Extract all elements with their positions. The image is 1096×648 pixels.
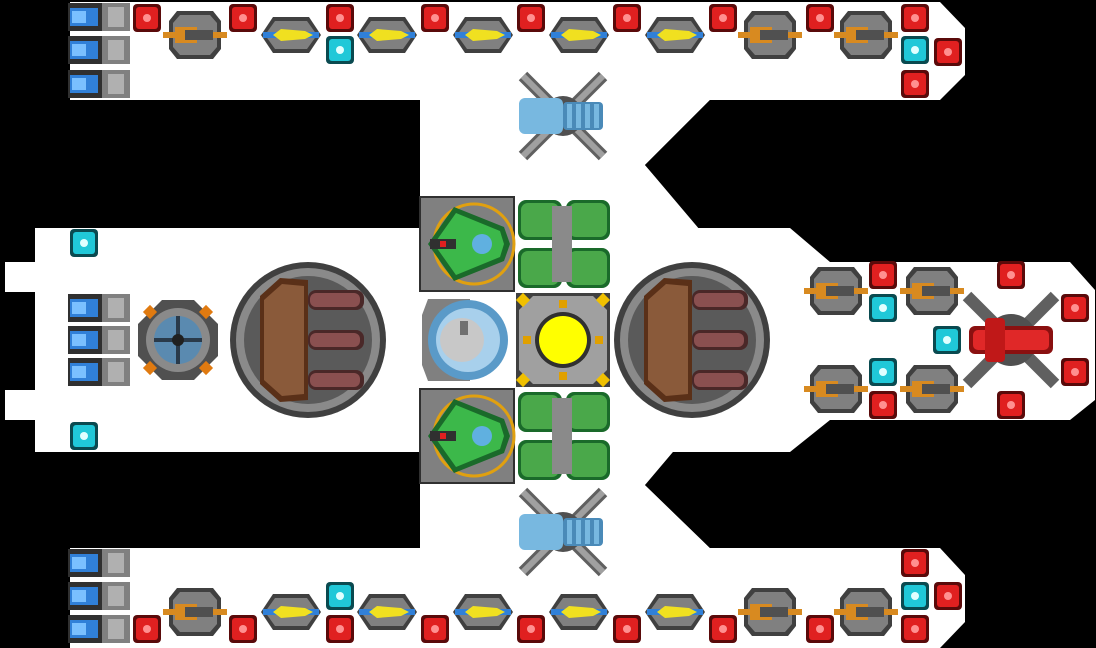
green-fighter-bay-icon[interactable] [419, 196, 516, 292]
red-armor-block-icon[interactable] [997, 261, 1025, 289]
heavy-cannon-turret-icon[interactable] [230, 262, 386, 418]
red-armor-block-icon[interactable] [326, 4, 354, 32]
green-fighter-bay-icon[interactable] [419, 388, 516, 484]
red-armor-block-icon[interactable] [934, 582, 962, 610]
red-armor-block-icon[interactable] [517, 615, 545, 643]
blue-thruster-icon[interactable] [68, 70, 130, 98]
red-armor-block-icon[interactable] [997, 391, 1025, 419]
blue-thruster-icon[interactable] [68, 358, 130, 386]
yellow-missile-launcher-icon[interactable] [549, 594, 609, 630]
cyan-shield-generator-icon[interactable] [933, 326, 961, 354]
red-armor-block-icon[interactable] [326, 615, 354, 643]
hull-cutout [645, 100, 960, 228]
orange-laser-turret-icon[interactable] [834, 588, 898, 636]
red-armor-block-icon[interactable] [133, 615, 161, 643]
red-armor-block-icon[interactable] [901, 4, 929, 32]
blue-thruster-icon[interactable] [68, 3, 130, 31]
red-armor-block-icon[interactable] [421, 615, 449, 643]
yellow-missile-launcher-icon[interactable] [645, 17, 705, 53]
blue-ion-engine-icon[interactable] [518, 487, 608, 577]
yellow-missile-launcher-icon[interactable] [453, 594, 513, 630]
red-armor-block-icon[interactable] [709, 4, 737, 32]
red-armor-block-icon[interactable] [613, 4, 641, 32]
red-armor-block-icon[interactable] [869, 261, 897, 289]
orange-laser-turret-icon[interactable] [738, 588, 802, 636]
red-armor-block-icon[interactable] [1061, 358, 1089, 386]
red-armor-block-icon[interactable] [806, 615, 834, 643]
modules [68, 3, 1089, 643]
red-armor-block-icon[interactable] [709, 615, 737, 643]
green-hangar-tank-icon[interactable] [516, 196, 612, 292]
hull-cutout [130, 100, 420, 228]
blue-thruster-icon[interactable] [68, 294, 130, 322]
orange-laser-turret-icon[interactable] [900, 365, 964, 413]
red-armor-block-icon[interactable] [229, 615, 257, 643]
yellow-missile-launcher-icon[interactable] [261, 594, 321, 630]
red-armor-block-icon[interactable] [901, 549, 929, 577]
orange-laser-turret-icon[interactable] [163, 588, 227, 636]
orange-laser-turret-icon[interactable] [900, 267, 964, 315]
yellow-missile-launcher-icon[interactable] [261, 17, 321, 53]
blue-thruster-icon[interactable] [68, 549, 130, 577]
red-armor-block-icon[interactable] [517, 4, 545, 32]
orange-laser-turret-icon[interactable] [804, 365, 868, 413]
yellow-missile-launcher-icon[interactable] [453, 17, 513, 53]
blue-thruster-icon[interactable] [68, 582, 130, 610]
blue-thruster-icon[interactable] [68, 326, 130, 354]
red-armor-block-icon[interactable] [229, 4, 257, 32]
red-armor-block-icon[interactable] [613, 615, 641, 643]
red-armor-block-icon[interactable] [1061, 294, 1089, 322]
red-armor-block-icon[interactable] [901, 615, 929, 643]
cyan-shield-generator-icon[interactable] [70, 422, 98, 450]
green-hangar-tank-icon[interactable] [516, 388, 612, 484]
blue-thruster-icon[interactable] [68, 36, 130, 64]
blue-thruster-icon[interactable] [68, 615, 130, 643]
orange-laser-turret-icon[interactable] [804, 267, 868, 315]
yellow-missile-launcher-icon[interactable] [549, 17, 609, 53]
red-armor-block-icon[interactable] [806, 4, 834, 32]
orange-laser-turret-icon[interactable] [163, 11, 227, 59]
cyan-shield-generator-icon[interactable] [869, 294, 897, 322]
orange-laser-turret-icon[interactable] [738, 11, 802, 59]
red-armor-block-icon[interactable] [869, 391, 897, 419]
yellow-reactor-core-icon[interactable] [515, 292, 611, 388]
gyroscope-icon[interactable] [138, 300, 218, 380]
cyan-shield-generator-icon[interactable] [326, 36, 354, 64]
red-armor-block-icon[interactable] [133, 4, 161, 32]
cyan-shield-generator-icon[interactable] [901, 36, 929, 64]
sensor-dome-icon[interactable] [420, 295, 510, 385]
red-armor-block-icon[interactable] [421, 4, 449, 32]
red-plasma-weapon-icon[interactable] [962, 291, 1060, 389]
cyan-shield-generator-icon[interactable] [70, 229, 98, 257]
hull-cutout [130, 452, 420, 548]
red-armor-block-icon[interactable] [934, 38, 962, 66]
red-armor-block-icon[interactable] [901, 70, 929, 98]
cyan-shield-generator-icon[interactable] [326, 582, 354, 610]
blue-ion-engine-icon[interactable] [518, 71, 608, 161]
cyan-shield-generator-icon[interactable] [901, 582, 929, 610]
yellow-missile-launcher-icon[interactable] [645, 594, 705, 630]
hull-cutout [645, 452, 960, 548]
heavy-cannon-turret-icon[interactable] [614, 262, 770, 418]
orange-laser-turret-icon[interactable] [834, 11, 898, 59]
yellow-missile-launcher-icon[interactable] [357, 17, 417, 53]
yellow-missile-launcher-icon[interactable] [357, 594, 417, 630]
cyan-shield-generator-icon[interactable] [869, 358, 897, 386]
